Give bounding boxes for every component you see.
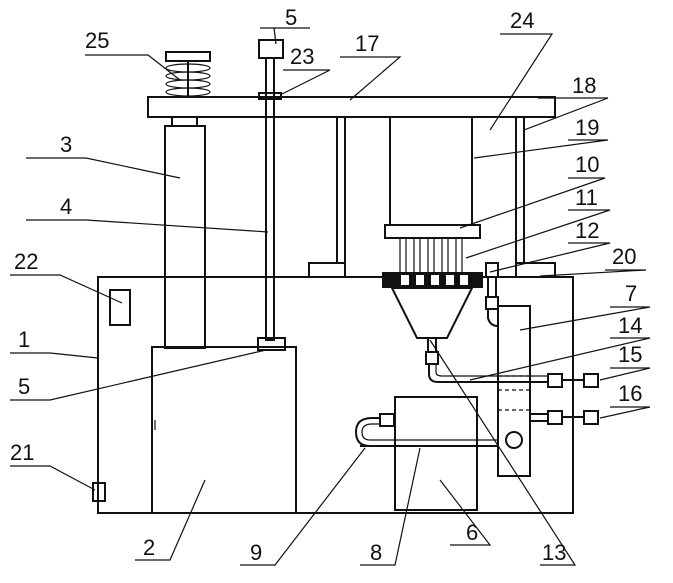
label-5-top: 5 <box>285 5 297 30</box>
valve-pipe <box>488 309 498 326</box>
pipe-9 <box>356 418 380 446</box>
port-circle <box>506 432 522 448</box>
column-7 <box>498 306 530 476</box>
rod-4 <box>266 58 274 340</box>
label-1: 1 <box>18 327 30 352</box>
block-5-top <box>259 40 283 58</box>
label-24: 24 <box>510 8 534 33</box>
label-15: 15 <box>618 342 642 367</box>
valve-fitting <box>486 297 498 309</box>
housing-1 <box>98 277 573 513</box>
label-21: 21 <box>10 440 34 465</box>
label-9: 9 <box>250 540 262 565</box>
top-beam-17 <box>148 97 555 117</box>
label-18: 18 <box>572 73 596 98</box>
column-cap <box>172 117 197 126</box>
label-2: 2 <box>143 535 155 560</box>
label-8: 8 <box>370 540 382 565</box>
label-4: 4 <box>60 194 72 219</box>
label-23: 23 <box>290 44 314 69</box>
panel-22 <box>110 290 130 325</box>
flange-12 <box>382 272 483 288</box>
label-22: 22 <box>14 249 38 274</box>
column-3 <box>165 126 205 348</box>
label-5-bottom: 5 <box>18 374 30 399</box>
label-17: 17 <box>355 31 379 56</box>
post-foot <box>309 263 345 277</box>
pipe-fitting <box>380 414 394 426</box>
label-7: 7 <box>625 281 637 306</box>
tank-6 <box>395 397 477 510</box>
outlet-fitting <box>426 352 438 364</box>
funnel-13 <box>392 288 472 338</box>
label-3: 3 <box>60 132 72 157</box>
outlet <box>428 338 436 352</box>
press-cylinder-24 <box>390 117 472 225</box>
label-13: 13 <box>542 540 566 565</box>
valve-body <box>488 277 496 297</box>
label-12: 12 <box>575 218 599 243</box>
label-6: 6 <box>466 520 478 545</box>
label-25: 25 <box>85 28 109 53</box>
label-19: 19 <box>575 115 599 140</box>
label-11: 11 <box>575 185 598 210</box>
label-10: 10 <box>575 152 599 177</box>
label-20: 20 <box>612 244 636 269</box>
support-post <box>337 117 345 263</box>
label-16: 16 <box>618 381 642 406</box>
needles-11 <box>400 238 462 272</box>
label-14: 14 <box>618 313 642 338</box>
plate-10 <box>385 225 480 238</box>
